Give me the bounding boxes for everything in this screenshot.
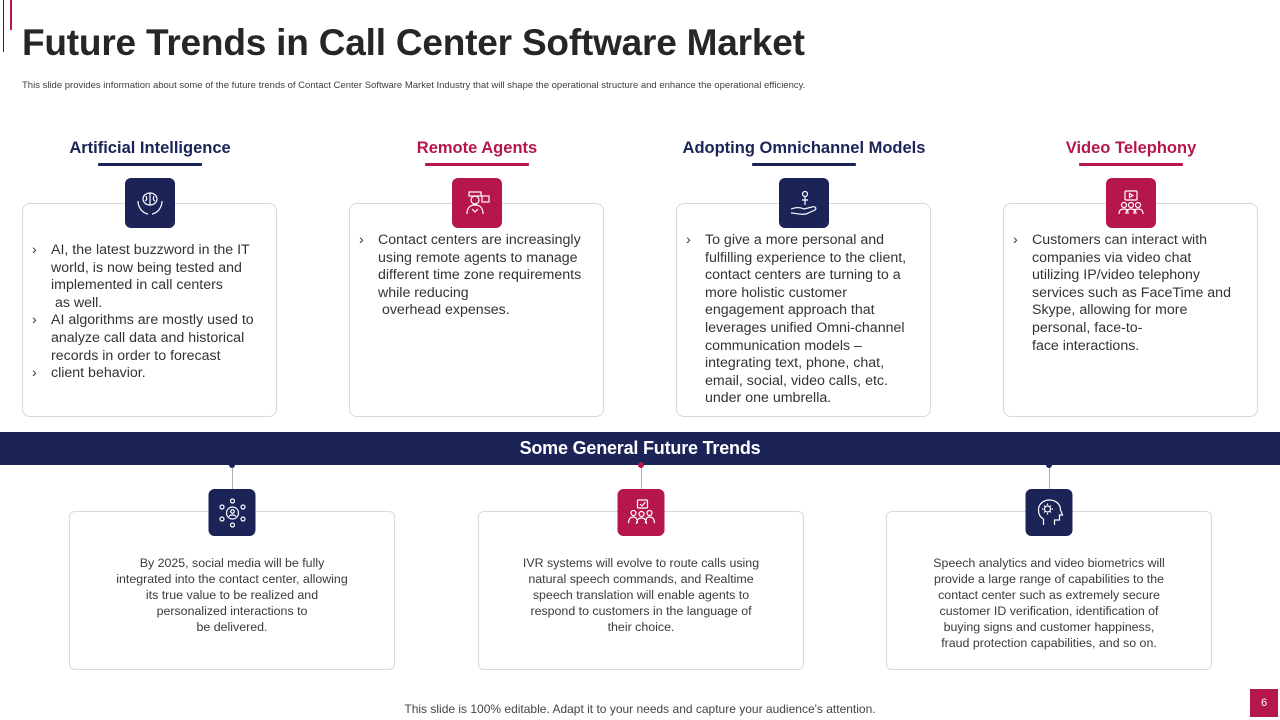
column-box <box>349 203 604 417</box>
column-heading: Remote Agents <box>416 139 538 157</box>
social-network-icon <box>208 489 256 536</box>
connector-dot <box>1046 462 1052 468</box>
column-text: › Contact centers are increasingly using… <box>359 232 595 320</box>
trend-column-remote-agents: Remote Agents › Contact centers are incr… <box>349 138 605 418</box>
column-underline <box>425 163 529 166</box>
column-underline <box>1079 163 1183 166</box>
brain-hands-icon <box>125 178 175 228</box>
bullet-item: › AI, the latest buzzword in the IT worl… <box>32 242 250 311</box>
video-group-icon <box>1106 178 1156 228</box>
accent-line <box>10 0 12 30</box>
column-text: › AI, the latest buzzword in the IT worl… <box>32 242 268 383</box>
remote-agent-icon <box>452 178 502 228</box>
accent-line-secondary <box>3 0 4 52</box>
chevron-right-icon: › <box>686 232 691 248</box>
general-trend-ivr: IVR systems will evolve to route calls u… <box>478 462 804 671</box>
column-box <box>22 203 277 417</box>
bullet-item: › Contact centers are increasingly using… <box>359 232 582 319</box>
footer-note: This slide is 100% editable. Adapt it to… <box>404 702 876 716</box>
column-heading: Video Telephony <box>1065 139 1197 157</box>
connector-line <box>641 465 642 489</box>
connector-dot <box>229 462 235 468</box>
trend-text: Speech analytics and video biometrics wi… <box>933 556 1165 650</box>
slide-title: Future Trends in Call Center Software Ma… <box>22 22 805 63</box>
bullet-item: › client behavior. <box>32 365 146 382</box>
general-trend-social-media: By 2025, social media will be fully inte… <box>69 462 395 671</box>
column-underline <box>752 163 856 166</box>
chevron-right-icon: › <box>1013 232 1018 248</box>
column-heading: Adopting Omnichannel Models <box>682 139 926 157</box>
trend-column-video-telephony: Video Telephony › Customers can interact… <box>1003 138 1259 418</box>
column-text: › To give a more personal and fulfilling… <box>686 232 922 408</box>
trend-box <box>478 511 804 670</box>
head-gear-icon <box>1025 489 1073 536</box>
column-underline <box>98 163 202 166</box>
section-banner: Some General Future Trends <box>0 432 1280 465</box>
chevron-right-icon: › <box>32 312 37 329</box>
general-trend-speech-analytics: Speech analytics and video biometrics wi… <box>886 462 1212 671</box>
trend-column-omnichannel: Adopting Omnichannel Models › To give a … <box>676 138 932 418</box>
bullet-item: › AI algorithms are mostly used to analy… <box>32 312 254 364</box>
trend-text: By 2025, social media will be fully inte… <box>116 556 348 634</box>
page-number-badge: 6 <box>1250 689 1278 717</box>
column-heading: Artificial Intelligence <box>69 139 231 157</box>
bullet-item: › To give a more personal and fulfilling… <box>686 232 907 407</box>
chevron-right-icon: › <box>359 232 364 248</box>
hand-person-icon <box>779 178 829 228</box>
column-box <box>676 203 931 417</box>
column-text: › Customers can interact with companies … <box>1013 232 1249 355</box>
trend-text: IVR systems will evolve to route calls u… <box>522 556 760 634</box>
chevron-right-icon: › <box>32 242 37 258</box>
trend-box <box>886 511 1212 670</box>
bullet-item: › Customers can interact with companies … <box>1013 232 1231 354</box>
chevron-right-icon: › <box>32 365 37 382</box>
presentation-group-icon <box>617 489 665 536</box>
connector-line <box>1049 465 1050 489</box>
connector-dot <box>638 462 644 468</box>
slide-subtitle: This slide provides information about so… <box>22 80 806 91</box>
connector-line <box>232 465 233 489</box>
trend-column-ai: Artificial Intelligence › AI, the latest… <box>22 138 278 418</box>
